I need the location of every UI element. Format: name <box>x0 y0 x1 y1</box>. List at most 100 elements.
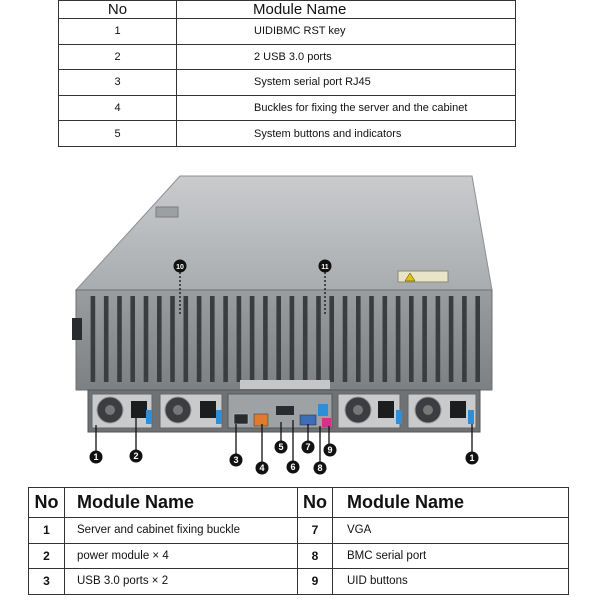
power-module <box>91 393 153 429</box>
pcie-slot <box>329 296 334 382</box>
pcie-slot <box>382 296 388 382</box>
cell-module-name-right: UID buttons <box>332 568 569 595</box>
pcie-slot <box>395 296 401 382</box>
callout-number: 4 <box>259 463 264 473</box>
uid-button <box>322 418 331 427</box>
cell-no-left: 2 <box>28 542 65 569</box>
callout-number: 7 <box>305 442 310 452</box>
callout-number: 1 <box>93 452 98 462</box>
pcie-slot <box>475 296 480 382</box>
table-row: 1 UIDIBMC RST key <box>58 18 516 45</box>
module-table-top: No Module Name 1 UIDIBMC RST key 2 2 USB… <box>58 0 516 147</box>
bmc-serial-port <box>318 404 328 416</box>
pcie-slot <box>409 296 414 382</box>
callout-badge <box>313 461 327 475</box>
lid-latch <box>155 206 179 218</box>
callout-badge <box>229 453 243 467</box>
cell-no: 4 <box>58 94 177 122</box>
callout-badge <box>255 461 269 475</box>
pcie-slot <box>103 296 109 382</box>
cell-module-name: System buttons and indicators <box>176 120 516 147</box>
cell-module-name: Buckles for fixing the server and the ca… <box>176 94 516 122</box>
pcie-slot <box>90 296 96 382</box>
callout-number: 2 <box>133 451 138 461</box>
cell-no-right: 8 <box>297 542 333 569</box>
header-no-right: No <box>297 487 333 518</box>
pcie-slot <box>422 296 427 382</box>
pcie-slot <box>157 296 162 382</box>
pcie-slot <box>223 296 228 382</box>
callout-number: 10 <box>176 264 184 271</box>
cell-no: 3 <box>58 69 177 96</box>
pcie-slot-grid <box>90 296 480 382</box>
table-row: 2 2 USB 3.0 ports <box>58 43 516 71</box>
network-port <box>276 406 294 415</box>
callout-badge <box>89 450 103 464</box>
callout-badge <box>318 259 332 273</box>
cell-no-right: 9 <box>297 568 333 595</box>
pcie-slot <box>249 296 255 382</box>
cell-no-left: 3 <box>28 568 65 595</box>
pcie-slot <box>435 296 441 382</box>
cell-no: 5 <box>58 120 177 147</box>
pcie-slot <box>356 296 361 382</box>
pcie-slot <box>289 296 295 382</box>
pcie-slot <box>276 296 281 382</box>
callout-badge <box>323 443 337 457</box>
table-row: 2 power module × 4 8 BMC serial port <box>28 542 569 569</box>
table-row: 3 USB 3.0 ports × 2 9 UID buttons <box>28 568 569 595</box>
callout-number: 1 <box>469 453 474 463</box>
power-module <box>407 393 477 429</box>
pcie-slot <box>210 296 215 382</box>
callout-badge <box>129 449 143 463</box>
pcie-slot <box>196 296 202 382</box>
pcie-slot <box>316 296 321 382</box>
header-module-name: Module Name <box>176 0 516 19</box>
pcie-slot <box>143 296 149 382</box>
cell-no: 1 <box>58 18 177 45</box>
callout-badge <box>173 259 187 273</box>
pcie-slot <box>117 296 122 382</box>
cell-module-name: System serial port RJ45 <box>176 69 516 96</box>
header-no-left: No <box>28 487 65 518</box>
callout-badge <box>274 440 288 454</box>
usb-ports <box>233 413 249 425</box>
pcie-slot <box>342 296 348 382</box>
pcie-slot <box>302 296 308 382</box>
slot-label-strip <box>240 380 330 389</box>
callout-badge <box>286 460 300 474</box>
pcie-slot <box>236 296 242 382</box>
callout-number: 9 <box>327 445 332 455</box>
cell-module-name-left: power module × 4 <box>64 542 298 569</box>
cell-module-name: 2 USB 3.0 ports <box>176 43 516 71</box>
table-row: 3 System serial port RJ45 <box>58 69 516 96</box>
pcie-slot <box>369 296 374 382</box>
pcie-slot <box>263 296 268 382</box>
warning-label <box>397 270 449 283</box>
callout-number: 8 <box>317 463 322 473</box>
pcie-slot <box>130 296 135 382</box>
pcie-slot <box>183 296 189 382</box>
callout-number: 3 <box>233 455 238 465</box>
callout-badge <box>301 440 315 454</box>
header-no: No <box>58 0 177 19</box>
header-module-name-left: Module Name <box>64 487 298 518</box>
module-table-bottom: No Module Name No Module Name 1 Server a… <box>28 487 569 595</box>
header-module-name-right: Module Name <box>332 487 569 518</box>
callout-number: 6 <box>290 462 295 472</box>
vga-port <box>299 414 317 426</box>
pcie-slot <box>448 296 454 382</box>
callout-badge <box>465 451 479 465</box>
serial-port-rj45 <box>253 413 269 427</box>
table-row: 4 Buckles for fixing the server and the … <box>58 94 516 122</box>
cell-no-left: 1 <box>28 517 65 544</box>
table-row: 1 Server and cabinet fixing buckle 7 VGA <box>28 517 569 544</box>
cell-module-name-left: USB 3.0 ports × 2 <box>64 568 298 595</box>
callout-number: 5 <box>278 442 283 452</box>
pcie-slot <box>462 296 467 382</box>
power-module <box>159 393 223 429</box>
chassis-rear-face <box>75 289 493 391</box>
cell-module-name-left: Server and cabinet fixing buckle <box>64 517 298 544</box>
